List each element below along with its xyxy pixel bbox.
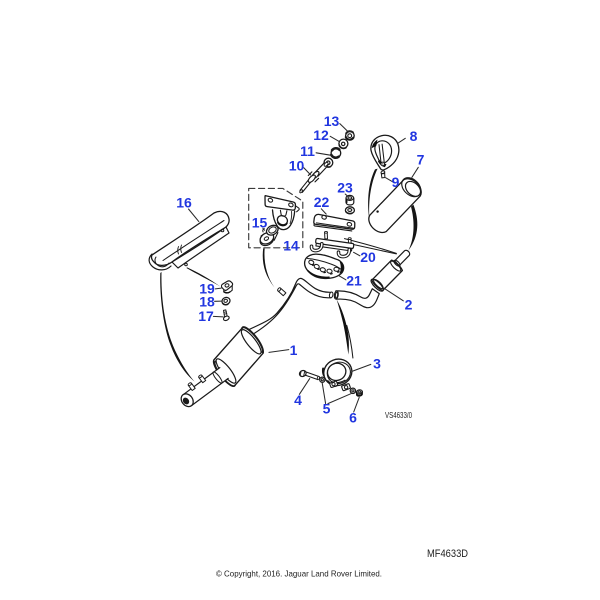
svg-text:8: 8: [410, 128, 418, 144]
svg-text:18: 18: [199, 294, 215, 310]
svg-text:3: 3: [373, 356, 381, 372]
svg-text:4: 4: [294, 392, 302, 408]
svg-text:22: 22: [314, 194, 330, 210]
svg-text:5: 5: [323, 401, 331, 417]
svg-text:14: 14: [283, 238, 299, 254]
svg-text:11: 11: [300, 143, 315, 159]
svg-text:MF4633D: MF4633D: [427, 548, 468, 560]
svg-text:6: 6: [349, 410, 357, 426]
svg-text:16: 16: [176, 195, 192, 211]
svg-text:20: 20: [360, 249, 376, 265]
svg-text:1: 1: [290, 342, 298, 358]
svg-text:VS4633/0: VS4633/0: [385, 411, 412, 420]
svg-text:12: 12: [313, 127, 329, 143]
svg-text:21: 21: [346, 273, 362, 289]
svg-text:10: 10: [289, 158, 305, 174]
svg-text:19: 19: [199, 281, 215, 297]
svg-text:2: 2: [405, 297, 413, 313]
svg-text:9: 9: [392, 174, 400, 190]
svg-text:23: 23: [337, 180, 353, 196]
svg-text:13: 13: [324, 113, 340, 129]
svg-text:15: 15: [252, 215, 268, 231]
svg-text:© Copyright, 2016. Jaguar Land: © Copyright, 2016. Jaguar Land Rover Lim…: [216, 569, 382, 579]
svg-text:17: 17: [198, 308, 214, 324]
svg-text:7: 7: [417, 152, 425, 168]
